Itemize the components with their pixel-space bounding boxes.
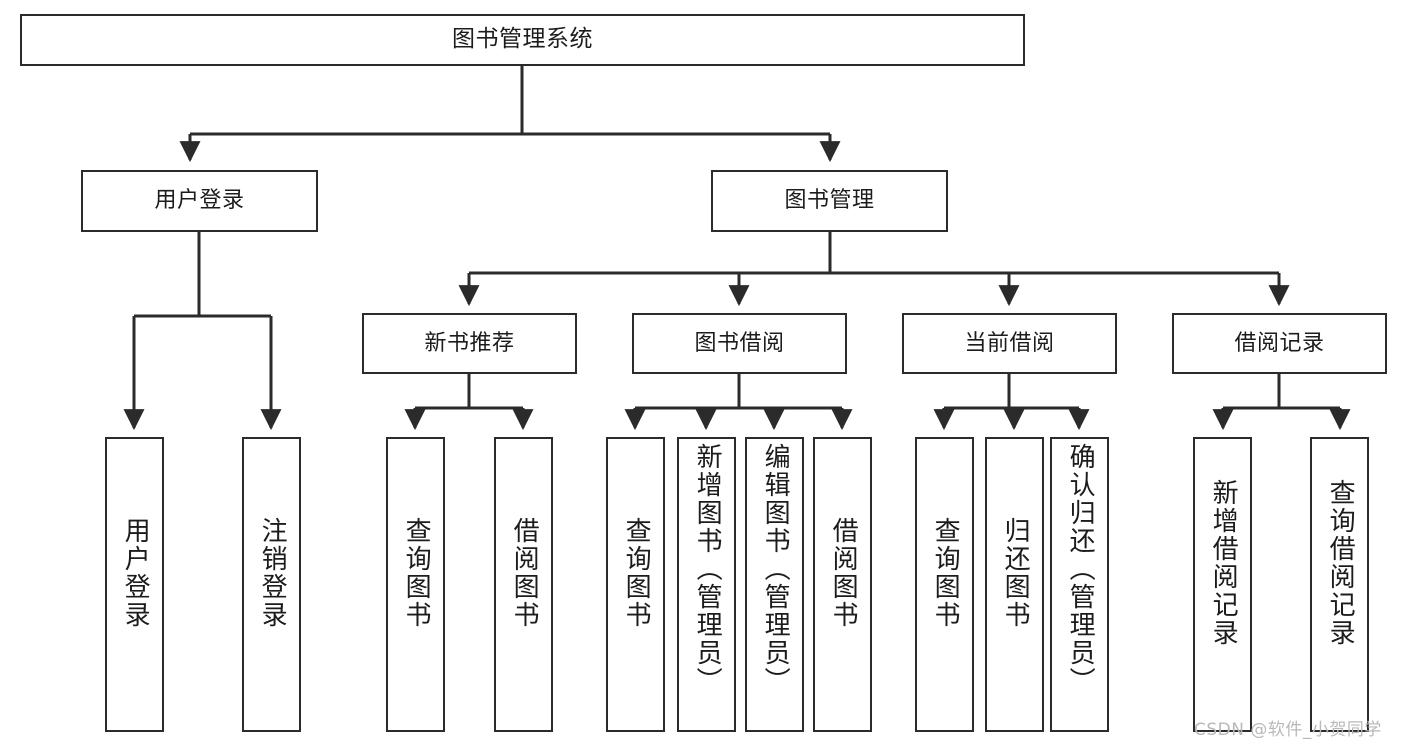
leaf-borrow-edit-book-admin[interactable]: 编辑图书（管理员）: [745, 437, 804, 732]
node-label: 用户登录: [120, 517, 151, 629]
node-label: 新增借阅记录: [1208, 479, 1239, 647]
node-root-system[interactable]: 图书管理系统: [20, 14, 1025, 66]
leaf-record-add-record[interactable]: 新增借阅记录: [1193, 437, 1252, 732]
node-current-borrow[interactable]: 当前借阅: [902, 313, 1117, 374]
node-label: 用户登录: [154, 188, 245, 214]
node-label: 查询借阅记录: [1325, 479, 1356, 647]
node-label: 编辑图书（管理员）: [760, 443, 791, 695]
node-label: 当前借阅: [964, 330, 1055, 356]
node-label: 注销登录: [257, 517, 288, 629]
leaf-borrow-query-book[interactable]: 查询图书: [606, 437, 665, 732]
node-label: 借阅图书: [828, 517, 859, 629]
node-user-login[interactable]: 用户登录: [81, 170, 318, 232]
leaf-current-confirm-return-admin[interactable]: 确认归还（管理员）: [1050, 437, 1109, 732]
node-label: 查询图书: [930, 517, 961, 629]
node-label: 查询图书: [401, 517, 432, 629]
node-label: 确认归还（管理员）: [1065, 443, 1096, 695]
leaf-current-return-book[interactable]: 归还图书: [985, 437, 1044, 732]
node-label: 借阅记录: [1234, 330, 1325, 356]
node-label: 图书管理: [784, 188, 875, 214]
node-book-management[interactable]: 图书管理: [711, 170, 948, 232]
leaf-user-login-login[interactable]: 用户登录: [105, 437, 164, 732]
leaf-user-login-logout[interactable]: 注销登录: [242, 437, 301, 732]
node-borrow-record[interactable]: 借阅记录: [1172, 313, 1387, 374]
node-label: 图书管理系统: [452, 26, 593, 53]
leaf-borrow-borrow-book[interactable]: 借阅图书: [813, 437, 872, 732]
node-label: 归还图书: [1000, 517, 1031, 629]
leaf-borrow-add-book-admin[interactable]: 新增图书（管理员）: [677, 437, 736, 732]
node-label: 新书推荐: [424, 330, 515, 356]
leaf-new-book-borrow[interactable]: 借阅图书: [494, 437, 553, 732]
leaf-record-query-record[interactable]: 查询借阅记录: [1310, 437, 1369, 732]
leaf-new-book-query[interactable]: 查询图书: [386, 437, 445, 732]
csdn-watermark: CSDN @软件_小贺同学: [1194, 720, 1382, 740]
node-book-borrow[interactable]: 图书借阅: [632, 313, 847, 374]
node-new-book-recommend[interactable]: 新书推荐: [362, 313, 577, 374]
node-label: 借阅图书: [509, 517, 540, 629]
node-label: 查询图书: [621, 517, 652, 629]
node-label: 新增图书（管理员）: [692, 443, 723, 695]
leaf-current-query-book[interactable]: 查询图书: [915, 437, 974, 732]
node-label: 图书借阅: [694, 330, 785, 356]
